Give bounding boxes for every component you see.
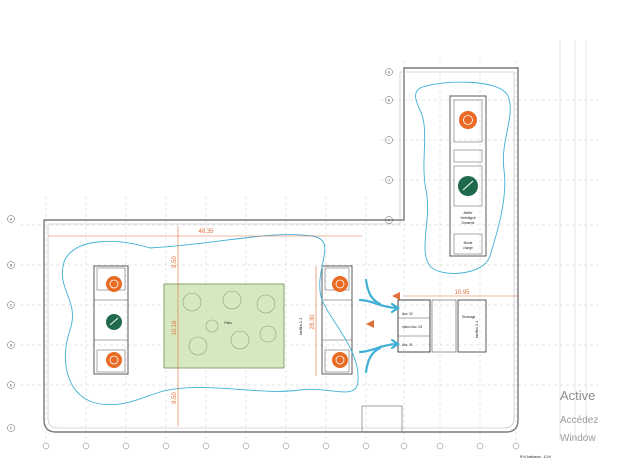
svg-text:A: A xyxy=(10,217,13,221)
dimension-depth-mid: 10.16 xyxy=(172,320,178,336)
flow-arrows xyxy=(358,278,400,374)
dimension-depth-bottom: 8.50 xyxy=(172,392,178,404)
lift-02-label: Asc. 02 xyxy=(402,312,413,316)
freight-lift-label-1: Monte xyxy=(464,241,473,245)
dimension-depth-top: 8.50 xyxy=(172,256,178,268)
badge-orange-icon xyxy=(332,352,348,368)
lift-core xyxy=(397,299,457,353)
grid-column-markers xyxy=(42,442,520,450)
trifila-right-label: tarifila 2.1 xyxy=(474,320,479,338)
workshop-label-3: Droiserie xyxy=(462,221,475,225)
storage-room xyxy=(457,299,487,353)
grid-lines xyxy=(20,60,600,440)
svg-text:B: B xyxy=(10,263,13,267)
watermark-line-2: Accédez xyxy=(560,415,598,426)
storage-label: Stockage xyxy=(462,315,476,319)
badge-orange-icon xyxy=(106,352,122,368)
left-service-block xyxy=(93,265,129,375)
workshop-label-1: Atelier xyxy=(463,211,473,215)
dimension-markers xyxy=(366,292,400,328)
building-outline xyxy=(43,67,519,433)
courtyard-label: Patio xyxy=(224,321,231,325)
svg-text:E: E xyxy=(10,383,13,387)
badge-orange-icon xyxy=(459,111,477,129)
circulation-flow xyxy=(62,81,511,406)
freight-lift-label-2: charge xyxy=(463,246,473,250)
wing-service-block xyxy=(449,95,487,257)
dimension-lines xyxy=(48,226,518,426)
dimension-width-main: 48.35 xyxy=(198,229,214,235)
lift-option-label: option Asc. 03 xyxy=(402,325,422,329)
svg-text:D: D xyxy=(10,343,13,347)
badge-orange-icon xyxy=(332,276,348,292)
lift-01-label: Asc. 01 xyxy=(402,343,413,347)
plan-footer: R+0 Ambiance - 1/1% xyxy=(520,455,551,459)
watermark-line-1: Active xyxy=(560,388,595,403)
svg-text:F: F xyxy=(10,426,12,430)
svg-text:G: G xyxy=(388,70,391,74)
svg-text:K: K xyxy=(388,218,391,222)
side-guides xyxy=(559,40,587,440)
courtyard-trees xyxy=(182,290,277,356)
dimension-wing-width: 10.95 xyxy=(454,290,470,296)
grid-labels-right: G H I J K xyxy=(385,68,393,224)
trifila-left-label: tarifila 1.1 xyxy=(298,317,303,335)
dimension-trifila-height: 28.30 xyxy=(310,314,316,330)
svg-text:I: I xyxy=(389,138,390,142)
entrance-canopy xyxy=(361,405,403,433)
badge-green-icon xyxy=(458,176,478,196)
badge-green-icon xyxy=(106,314,122,330)
building-inner-outline xyxy=(47,71,515,429)
svg-text:H: H xyxy=(388,98,391,102)
grid-labels-left: A B C D E F xyxy=(7,215,15,432)
svg-text:J: J xyxy=(388,178,390,182)
workshop-label-2: Verfräligué xyxy=(460,216,475,220)
svg-text:C: C xyxy=(10,303,13,307)
badge-orange-icon xyxy=(106,276,122,292)
watermark-line-3: Window xyxy=(560,433,596,444)
